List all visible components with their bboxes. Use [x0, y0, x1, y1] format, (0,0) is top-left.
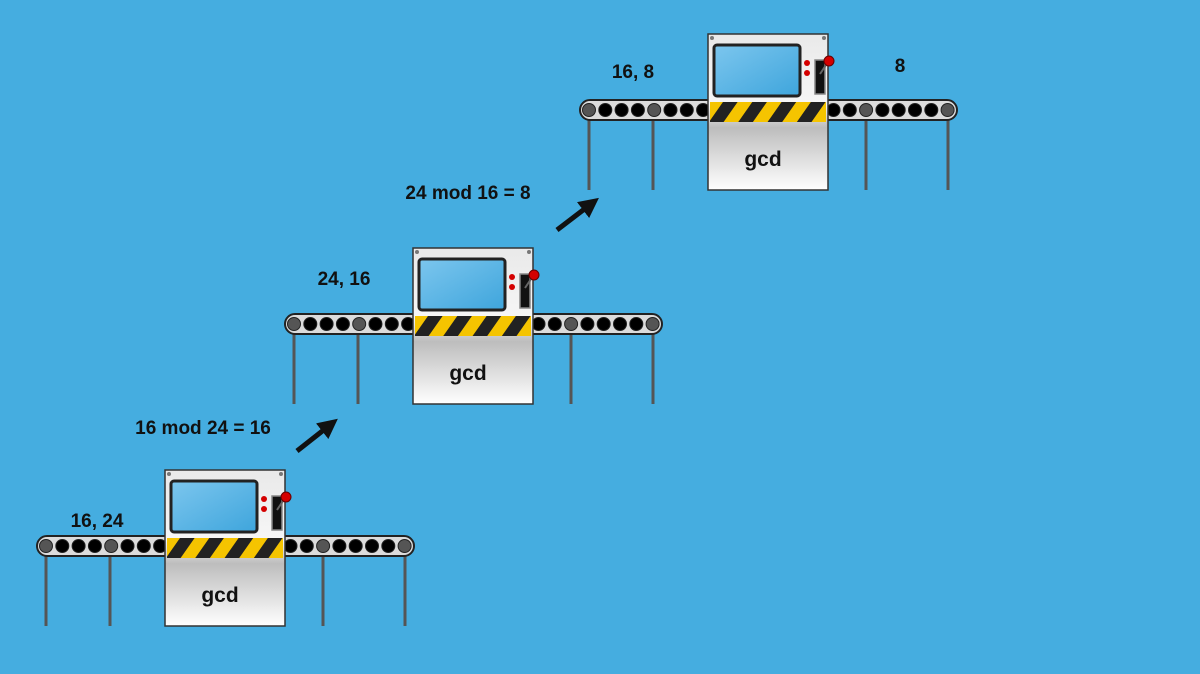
- machine-label: gcd: [449, 362, 486, 385]
- belt-roller: [875, 103, 890, 117]
- hazard-stripe: [415, 316, 531, 336]
- output-label: 8: [895, 56, 906, 77]
- belt-roller: [531, 317, 546, 331]
- machine-screen: [417, 257, 507, 312]
- belt-roller: [891, 103, 906, 117]
- belt-roller: [136, 539, 151, 553]
- belt-roller: [679, 103, 694, 117]
- belt-roller: [547, 317, 562, 331]
- lever-knob-icon: [280, 491, 292, 503]
- indicator-light: [509, 274, 515, 280]
- belt-roller: [287, 317, 301, 331]
- belt-roller: [348, 539, 363, 553]
- screw-icon: [167, 472, 171, 476]
- input-label: 24, 16: [318, 269, 371, 290]
- belt-roller: [630, 103, 645, 117]
- step-arrow: [555, 197, 599, 232]
- screw-icon: [527, 250, 531, 254]
- belt-roller: [303, 317, 318, 331]
- input-label: 16, 24: [71, 511, 124, 532]
- belt-roller: [316, 539, 331, 553]
- indicator-light: [804, 60, 810, 66]
- belt-roller: [55, 539, 70, 553]
- belt-roller: [940, 103, 955, 117]
- lever-slot: [519, 273, 531, 309]
- belt-roller: [924, 103, 939, 117]
- screw-icon: [279, 472, 283, 476]
- machine-label: gcd: [744, 148, 781, 171]
- indicator-light: [509, 284, 515, 290]
- belt-roller: [319, 317, 334, 331]
- belt-roller: [299, 539, 314, 553]
- step-arrow: [295, 418, 338, 453]
- hazard-stripe: [710, 102, 826, 122]
- belt-roller: [629, 317, 644, 331]
- belt-roller: [564, 317, 579, 331]
- belt-roller: [596, 317, 611, 331]
- lever-knob-icon: [823, 55, 835, 67]
- machine-label: gcd: [201, 584, 238, 607]
- belt-roller: [368, 317, 383, 331]
- step-label: 16 mod 24 = 16: [135, 418, 271, 439]
- lever-slot: [814, 59, 826, 95]
- belt-roller: [842, 103, 857, 117]
- belt-roller: [71, 539, 86, 553]
- belt-roller: [663, 103, 678, 117]
- indicator-light: [261, 496, 267, 502]
- belt-roller: [381, 539, 396, 553]
- belt-roller: [859, 103, 874, 117]
- machine-screen: [712, 43, 802, 98]
- conveyor-machine: gcd: [284, 247, 663, 405]
- belt-roller: [332, 539, 347, 553]
- lever-knob-icon: [528, 269, 540, 281]
- step-label: 24 mod 16 = 8: [405, 183, 530, 204]
- belt-roller: [647, 103, 662, 117]
- belt-roller: [87, 539, 102, 553]
- belt-roller: [39, 539, 53, 553]
- screw-icon: [822, 36, 826, 40]
- hazard-stripe: [167, 538, 283, 558]
- belt-roller: [384, 317, 399, 331]
- belt-roller: [580, 317, 595, 331]
- screw-icon: [415, 250, 419, 254]
- belt-roller: [645, 317, 660, 331]
- belt-roller: [614, 103, 629, 117]
- input-label: 16, 8: [612, 62, 654, 83]
- conveyor-machine: gcd: [36, 469, 415, 627]
- belt-roller: [104, 539, 119, 553]
- belt-roller: [335, 317, 350, 331]
- belt-roller: [352, 317, 367, 331]
- belt-roller: [598, 103, 613, 117]
- belt-roller: [826, 103, 841, 117]
- machine-screen: [169, 479, 259, 534]
- belt-roller: [613, 317, 627, 331]
- screw-icon: [710, 36, 714, 40]
- belt-roller: [908, 103, 922, 117]
- belt-roller: [120, 539, 135, 553]
- belt-roller: [582, 103, 596, 117]
- belt-roller: [397, 539, 412, 553]
- belt-roller: [365, 539, 379, 553]
- indicator-light: [804, 70, 810, 76]
- conveyor-machine: gcd: [579, 33, 958, 191]
- belt-roller: [283, 539, 298, 553]
- lever-slot: [271, 495, 283, 531]
- indicator-light: [261, 506, 267, 512]
